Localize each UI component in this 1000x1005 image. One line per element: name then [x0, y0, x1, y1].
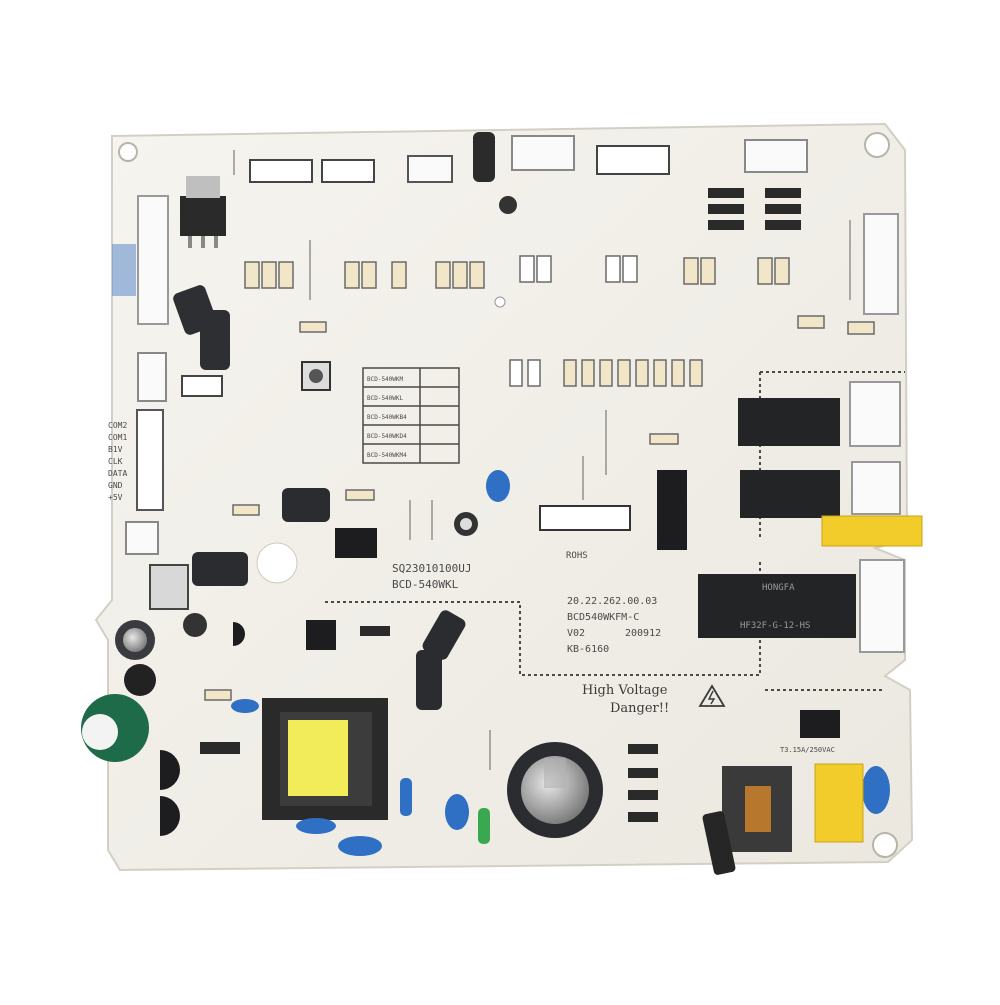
power-cord-clip [702, 811, 736, 875]
transistors [160, 622, 245, 836]
info-model: BCD540WKFM-C [567, 612, 639, 623]
conn-label: COM1 [108, 433, 127, 442]
conn-label: +5V [108, 493, 123, 502]
info-date-line: 20.22.262.00.03 [567, 596, 657, 607]
connector-labels: COM2 COM1 B1V CLK DATA GND +5V [108, 421, 127, 502]
fuse-label-text: T3.15A/250VAC [780, 746, 835, 754]
relay-model-text: HF32F-G-12-HS [740, 621, 810, 631]
electrolytic-capacitors [81, 285, 603, 838]
part-number-text: SQ23010100UJ [392, 562, 471, 575]
mounting-hole-icon [118, 132, 898, 858]
film-capacitors [231, 470, 890, 856]
top-connectors [249, 132, 808, 214]
rohs-text: ROHS [566, 551, 588, 561]
model-table [362, 367, 460, 464]
x-capacitor [814, 763, 864, 843]
warning-line1: High Voltage [582, 683, 668, 698]
fuse-coil [745, 786, 771, 832]
right-connectors [849, 213, 905, 653]
green-component [478, 808, 490, 844]
model-table-text: BCD-540WKM BCD-540WKL BCD-540WKB4 BCD-54… [367, 376, 407, 459]
relays: HONGFA HF32F-G-12-HS [698, 398, 923, 638]
integrated-circuits [301, 361, 840, 738]
warning-line2: Danger!! [610, 701, 669, 716]
model-code-text: BCD-540WKL [392, 578, 459, 591]
conn-label: DATA [108, 469, 127, 478]
transformer [262, 698, 388, 820]
left-connectors [112, 195, 223, 555]
info-version: V02 [567, 628, 585, 639]
table-row-text: BCD-540WKB4 [367, 414, 407, 421]
passive-components [204, 255, 875, 701]
conn-label: GND [108, 481, 123, 490]
conn-label: CLK [108, 457, 123, 466]
info-date: 200912 [625, 628, 661, 639]
voltage-regulators [149, 176, 226, 610]
conn-label: COM2 [108, 421, 127, 430]
diodes [200, 188, 801, 822]
table-row-text: BCD-540WKM4 [367, 452, 407, 459]
table-row-text: BCD-540WKM [367, 376, 404, 383]
table-row-text: BCD-540WKL [367, 395, 404, 402]
relay-brand-text: HONGFA [762, 583, 795, 593]
silkscreen-lines [233, 150, 851, 770]
info-rating: KB-6160 [567, 644, 609, 655]
conn-label: B1V [108, 445, 123, 454]
table-row-text: BCD-540WKD4 [367, 433, 407, 440]
high-voltage-warning-icon [698, 684, 726, 707]
